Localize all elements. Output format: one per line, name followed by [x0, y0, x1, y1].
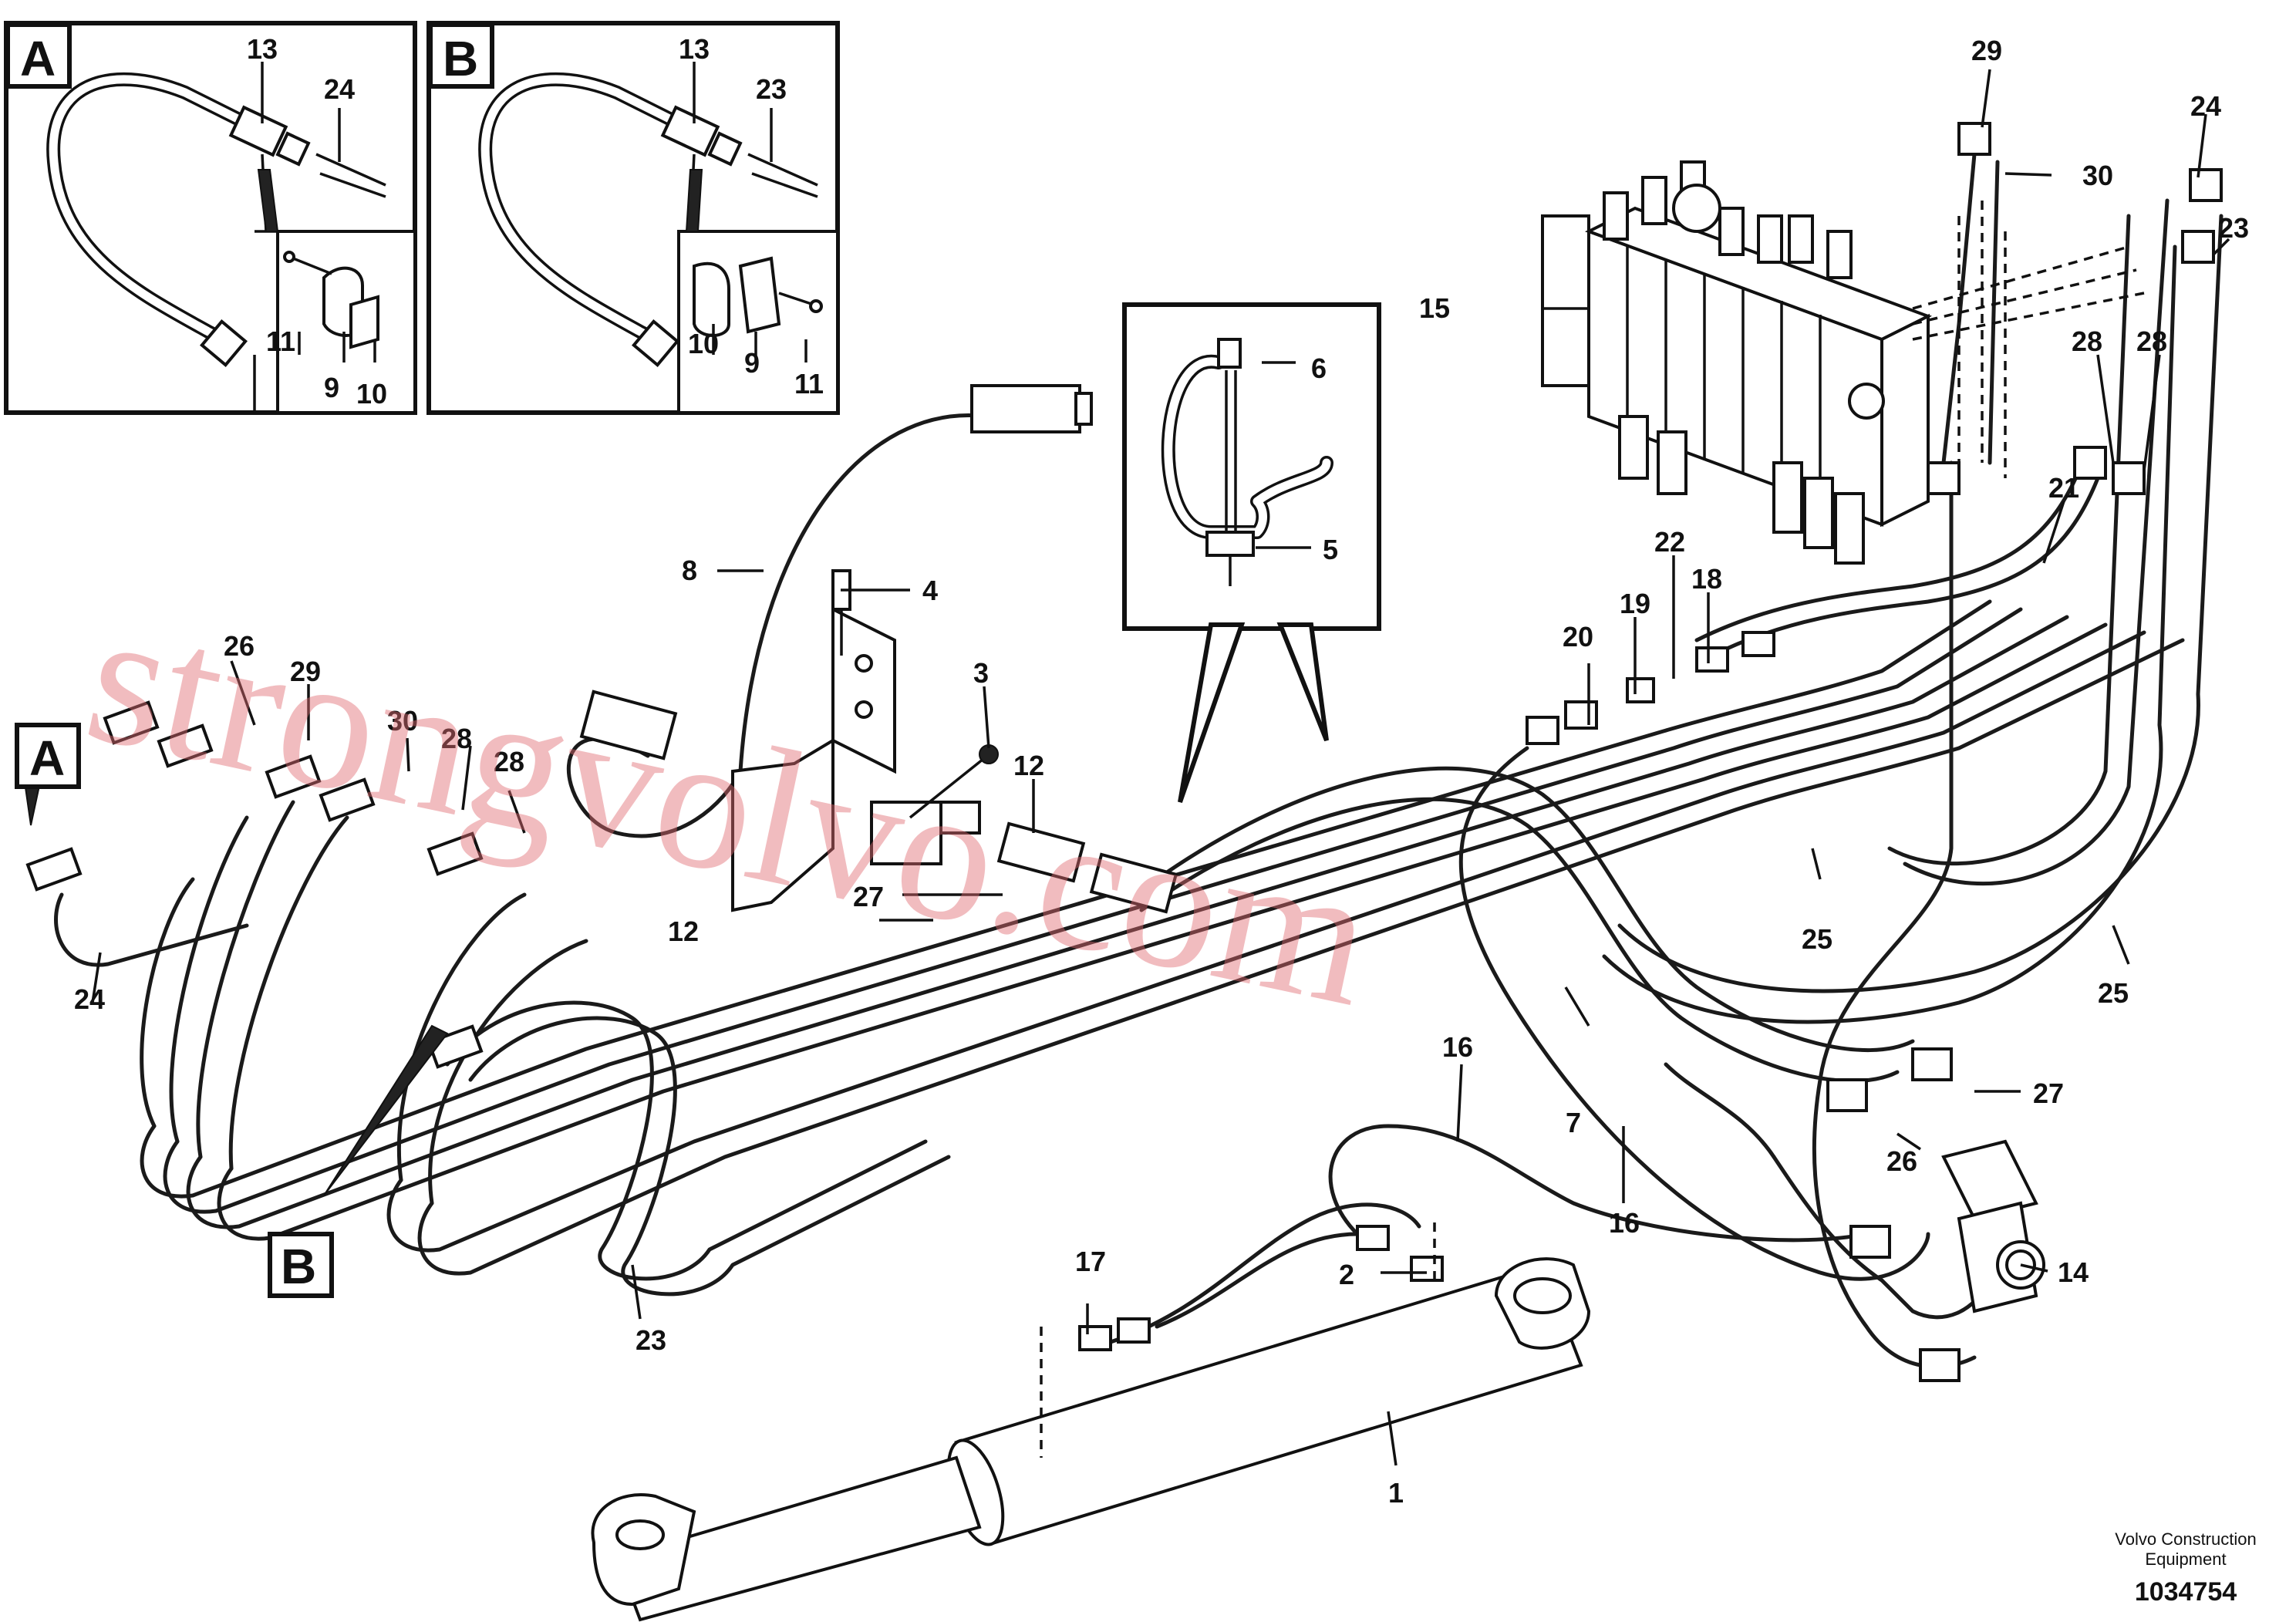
- callout-20: 20: [1563, 621, 1593, 653]
- callout-14: 14: [2058, 1256, 2089, 1288]
- leader-lines: [91, 62, 2230, 1466]
- inset-a-pointer: [257, 169, 279, 232]
- callout-28-b: 28: [2136, 325, 2167, 357]
- callout-detail-6: 6: [1311, 352, 1327, 384]
- callout-24-left: 24: [74, 983, 105, 1015]
- callout-26-right: 26: [1886, 1145, 1917, 1177]
- pipe-bundle: [54, 152, 2224, 1369]
- inset-b-letter-box: [428, 22, 494, 89]
- callout-b-13: 13: [679, 33, 710, 65]
- callout-inset-a-letter: A: [20, 31, 56, 86]
- callout-27-left: 27: [853, 881, 884, 912]
- callout-30-top: 30: [2082, 160, 2113, 191]
- callout-8: 8: [682, 555, 697, 586]
- callout-a-marker-box: [15, 723, 81, 789]
- callout-28-left-b: 28: [494, 746, 524, 777]
- callout-b-11: 11: [794, 368, 824, 400]
- callout-21: 21: [2048, 472, 2079, 504]
- callout-1: 1: [1388, 1477, 1404, 1509]
- callout-b-marker: B: [281, 1239, 316, 1294]
- callout-30-left: 30: [387, 705, 418, 737]
- callout-15: 15: [1419, 292, 1450, 324]
- callout-12-left: 12: [668, 916, 699, 947]
- callout-23-top: 23: [2218, 212, 2249, 244]
- callout-28-left-a: 28: [441, 723, 472, 754]
- callout-29-top: 29: [1971, 35, 2002, 66]
- callout-7: 7: [1566, 1107, 1581, 1138]
- callout-25-b: 25: [2098, 977, 2129, 1009]
- callout-2: 2: [1339, 1259, 1354, 1290]
- hydraulic-cylinder: [591, 1219, 1591, 1622]
- callout-a-13: 13: [247, 33, 278, 65]
- callout-29-left: 29: [290, 656, 321, 687]
- callout-12-right: 12: [1013, 750, 1044, 781]
- callout-a-24: 24: [324, 73, 355, 105]
- callout-a-marker: A: [29, 730, 65, 786]
- inset-a: [4, 21, 417, 415]
- callout-a-9: 9: [324, 372, 339, 403]
- callout-19: 19: [1620, 588, 1650, 619]
- callout-28-a: 28: [2072, 325, 2102, 357]
- detail-inset: [1122, 302, 1381, 803]
- callout-4: 4: [922, 575, 938, 606]
- callout-16-bottom: 16: [1609, 1207, 1640, 1239]
- callout-inset-b-letter: B: [443, 31, 478, 86]
- callout-25-a: 25: [1802, 923, 1832, 955]
- watermark: strongvolvo.com: [71, 568, 1388, 1047]
- control-valve: [1541, 160, 2145, 565]
- callout-16-top: 16: [1442, 1031, 1473, 1063]
- callout-18: 18: [1691, 563, 1722, 595]
- callout-detail-5: 5: [1323, 534, 1338, 565]
- callout-b-9: 9: [744, 347, 760, 379]
- callout-23-bottom: 23: [636, 1324, 666, 1356]
- callout-b-23: 23: [756, 73, 787, 105]
- callout-22: 22: [1654, 526, 1685, 558]
- callout-24-top: 24: [2190, 90, 2221, 122]
- callout-3: 3: [973, 657, 989, 689]
- callout-a-10: 10: [356, 378, 387, 410]
- inset-a-letter-box: [5, 22, 72, 89]
- callout-b-10: 10: [688, 328, 719, 359]
- callout-26-left: 26: [224, 630, 255, 662]
- inset-b-pointer: [685, 169, 703, 232]
- bracket-valve: [731, 569, 999, 912]
- callout-a-11: 11: [266, 325, 295, 357]
- callout-27-right: 27: [2033, 1077, 2064, 1109]
- callout-b-marker-box: [268, 1232, 334, 1298]
- callout-17: 17: [1075, 1246, 1106, 1277]
- inset-b: [426, 21, 840, 415]
- pointer-b: [323, 1024, 449, 1196]
- fittings: [25, 122, 2223, 1382]
- valve-block-14: [1941, 1139, 2045, 1313]
- footer-drawing-number: 1034754: [2135, 1577, 2237, 1607]
